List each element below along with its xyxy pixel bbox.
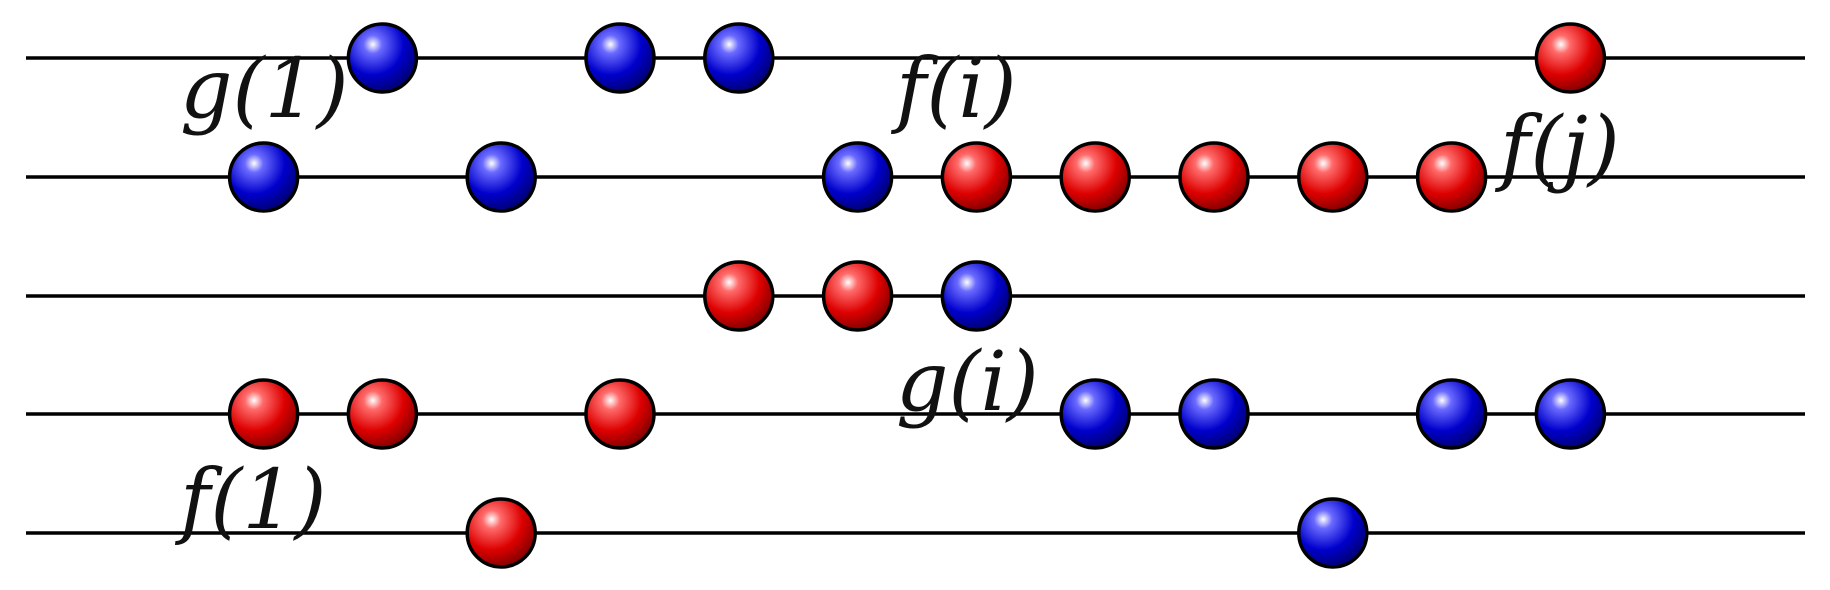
blue-ball <box>1415 378 1488 450</box>
blue-ball <box>821 141 894 213</box>
red-ball <box>584 378 656 450</box>
blue-ball <box>346 22 419 94</box>
blue-ball <box>584 22 656 94</box>
tracks-layer <box>26 56 1805 535</box>
red-ball <box>346 378 419 450</box>
red-ball <box>1059 141 1131 213</box>
balls-layer <box>227 22 1607 569</box>
label-g1: g(1) <box>180 42 349 137</box>
red-ball <box>821 260 894 332</box>
red-ball <box>703 260 775 332</box>
blue-ball <box>465 141 537 213</box>
label-f1: f(1) <box>174 453 327 548</box>
red-ball <box>465 497 537 569</box>
label-gi: g(i) <box>896 335 1039 430</box>
label-fi: f(i) <box>890 42 1017 137</box>
blue-ball <box>1178 378 1250 450</box>
red-ball <box>1415 141 1488 213</box>
red-ball <box>1297 141 1369 213</box>
blue-ball <box>1059 378 1131 450</box>
red-ball <box>940 141 1013 213</box>
blue-ball <box>703 22 775 94</box>
red-ball <box>227 378 300 450</box>
blue-ball <box>227 141 300 213</box>
red-ball <box>1178 141 1250 213</box>
blue-ball <box>1297 497 1369 569</box>
blue-ball <box>940 260 1013 332</box>
blue-ball <box>1534 378 1607 450</box>
label-fj: f(j) <box>1494 100 1620 195</box>
labels-layer: g(1) f(i) f(j) g(i) f(1) <box>174 42 1620 548</box>
red-ball <box>1534 22 1607 94</box>
